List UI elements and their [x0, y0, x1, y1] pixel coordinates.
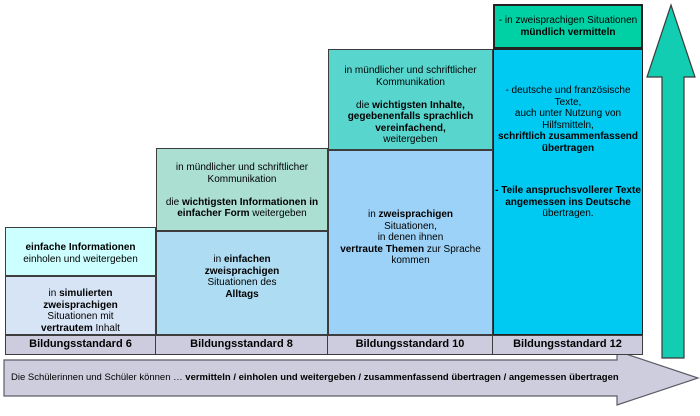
competence-text-line: Kommunikation	[376, 76, 445, 88]
competence-text-line	[494, 154, 642, 185]
competence-text-line: die wichtigsten Inhalte,	[356, 99, 465, 111]
competence-text-line: in zweisprachigen	[367, 209, 454, 220]
competence-text-line: - in zweisprachigen Situationen	[498, 15, 638, 26]
standard10-label-bar: Bildungsstandard 10	[327, 335, 493, 355]
competence-text-line: weitergeben	[383, 134, 438, 145]
competence-text-line: mündlich vermitteln	[520, 26, 616, 38]
competence-text-line: kommen	[391, 255, 430, 266]
competence-text-line: - Teile anspruchsvollerer Texte	[495, 185, 641, 196]
competence-text-line: die wichtigsten Informationen in	[165, 196, 319, 208]
standard8-label-bar: Bildungsstandard 8	[155, 335, 328, 355]
competence-text-line: Hilfsmitteln,	[542, 119, 594, 131]
bottom-arrow-label: Die Schülerinnen und Schüler können … ve…	[11, 372, 619, 383]
competence-text-line: angemessen ins Deutsche	[505, 196, 631, 208]
competence-text-line: in mündlicher und schriftlicher	[344, 65, 477, 76]
competence-text-line: vereinfachend,	[375, 122, 446, 134]
bottom-arrow-label-emphasis: vermitteln / einholen und weitergeben / …	[185, 372, 619, 383]
standard12-label-bar: Bildungsstandard 12	[492, 335, 643, 355]
competence-text-line: in mündlicher und schriftlicher	[175, 162, 309, 173]
competence-text-line: einfacher Form weitergeben	[177, 208, 307, 219]
competence-text-line: einfache Informationen	[25, 242, 136, 253]
competence-text-line: in denen ihnen	[377, 232, 444, 243]
competence-text-line: Situationen,	[384, 220, 437, 232]
competence-text-line: auch unter Nutzung von	[514, 108, 622, 119]
bottom-arrow-label-prefix: Die Schülerinnen und Schüler können …	[11, 372, 186, 383]
competence-text-line: Kommunikation	[207, 173, 277, 185]
right-arrow-icon	[3, 350, 700, 406]
standard6-label-bar: Bildungsstandard 6	[5, 335, 156, 355]
competence-text-line: Situationen mit	[47, 311, 114, 322]
competence-text-line: vertraute Themen zur Sprache	[340, 243, 481, 255]
competence-text-line: Alltags	[225, 288, 259, 300]
competence-text-line: - deutsche und französische	[505, 85, 631, 96]
competence-text-line: vertrautem Inhalt	[41, 322, 120, 334]
competence-text-line: zweisprachigen	[204, 265, 280, 277]
competence-text-line: einholen und weitergeben	[23, 253, 138, 265]
competence-text-line: zweisprachigen	[43, 299, 118, 311]
competence-text-line: gegebenenfalls sprachlich	[347, 111, 474, 122]
competence-text-line: in einfachen	[213, 254, 271, 265]
competence-text-line: schriftlich zusammenfassend	[497, 131, 639, 142]
up-arrow-icon	[646, 3, 696, 359]
competence-text-line	[329, 88, 492, 100]
competence-text-line: Situationen des	[207, 277, 277, 288]
competence-text-line: übertragen.	[542, 208, 594, 219]
competence-text-line	[157, 185, 327, 197]
competence-text-line: übertragen	[541, 142, 595, 154]
competence-text-line: in simulierten	[48, 288, 113, 299]
competence-text-line: Texte,	[554, 96, 582, 108]
